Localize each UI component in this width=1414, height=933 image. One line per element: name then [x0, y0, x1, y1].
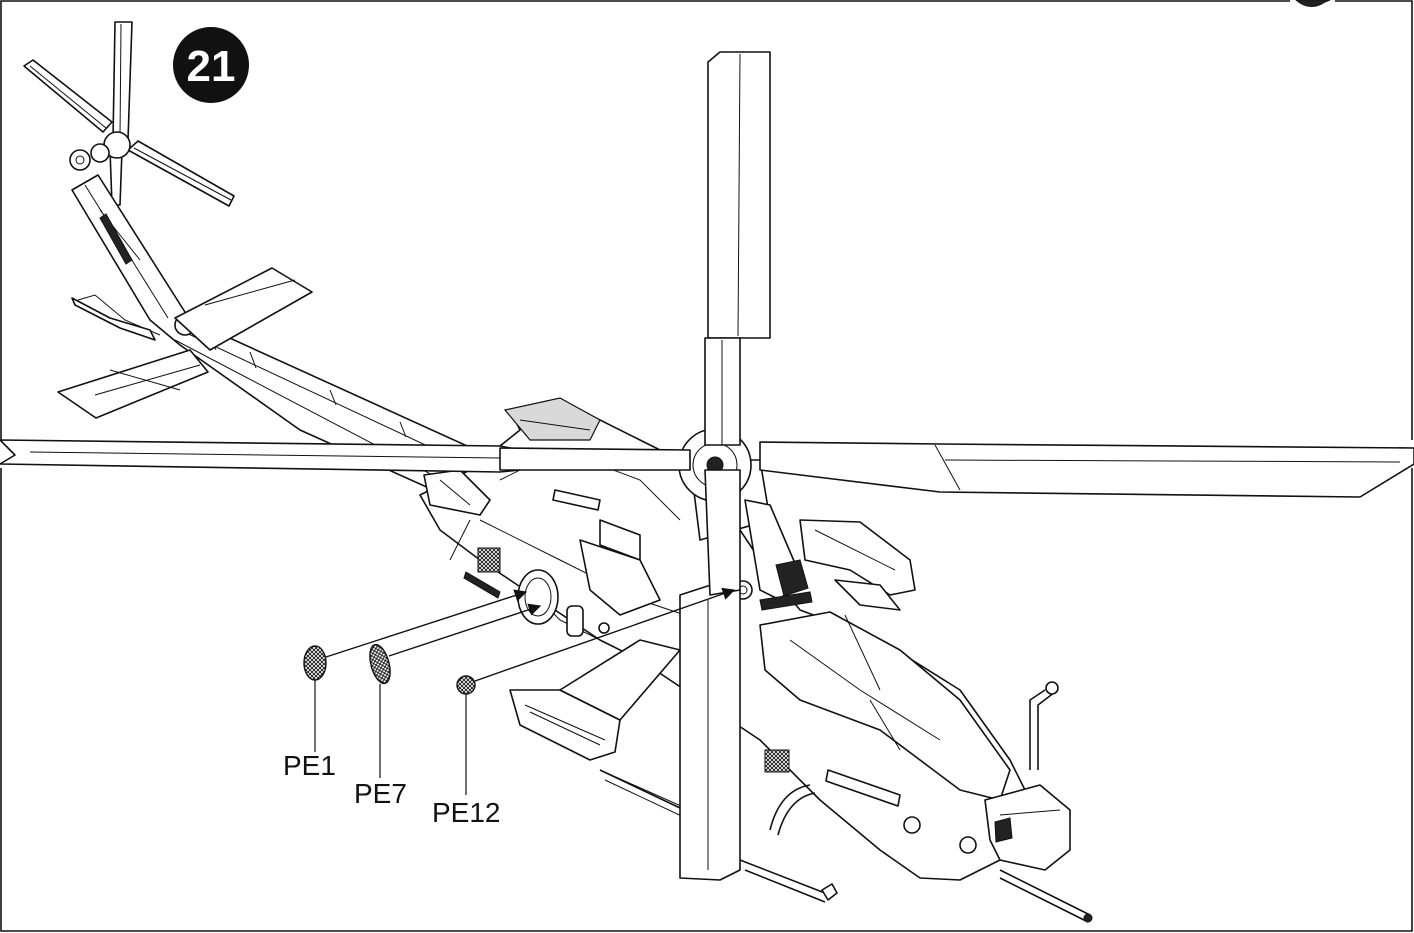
leader-lines [314, 680, 467, 795]
pe1-label: PE1 [283, 750, 336, 781]
step-number: 21 [187, 42, 236, 91]
pe12-part [456, 675, 476, 695]
pe12-arrow [474, 587, 736, 682]
pe7-label: PE7 [354, 778, 407, 809]
pe1-arrow [325, 589, 528, 658]
horizontal-stabilizers [57, 267, 313, 419]
main-rotor-blades [0, 51, 1414, 881]
tail-rotor [23, 21, 235, 207]
step-number-badge: 21 [173, 27, 249, 103]
pe7-arrow [388, 603, 542, 657]
photo-etched-parts [303, 643, 476, 695]
wing-stubs [509, 519, 916, 821]
placement-arrows [325, 587, 736, 682]
pe7-part [369, 643, 391, 685]
pe12-label: PE12 [432, 797, 501, 828]
cockpit [759, 611, 1093, 923]
pe1-part [303, 645, 327, 681]
